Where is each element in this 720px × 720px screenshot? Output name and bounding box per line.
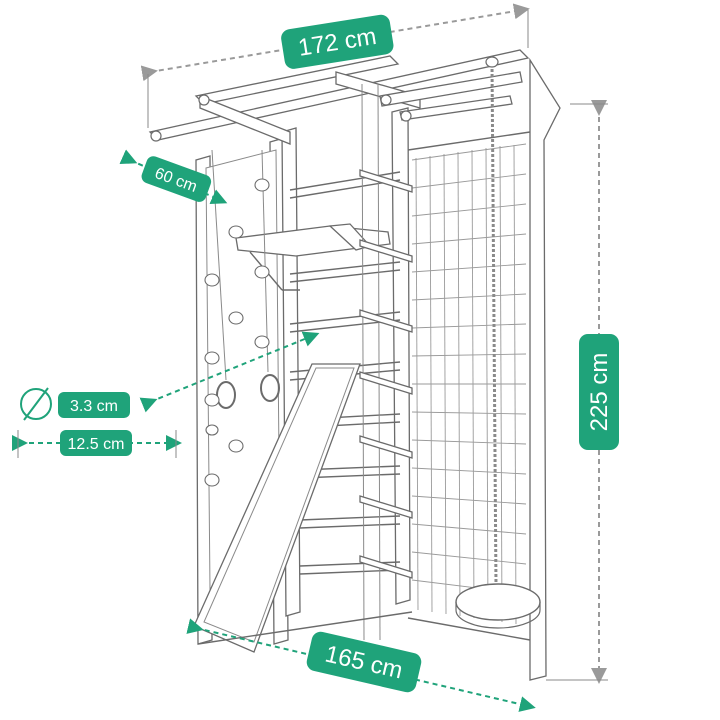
dimension-width-top: 172 cm	[140, 3, 530, 128]
top-beams	[148, 49, 530, 145]
wall-bars-structure	[148, 49, 561, 681]
dimension-height: 225 cm	[546, 100, 619, 684]
climbing-net	[411, 143, 527, 625]
width-bottom-badge	[306, 631, 422, 693]
rung-diameter-badge	[58, 392, 130, 418]
swing-rope	[455, 56, 541, 629]
rung-spacing-badge	[60, 430, 132, 456]
diameter-icon	[20, 387, 52, 421]
width-top-badge	[281, 14, 394, 69]
dimension-rung: 3.3 cm 12.5 cm	[12, 331, 320, 458]
height-label: 225 cm	[586, 353, 613, 432]
swing-disc-seat	[455, 583, 541, 621]
height-badge	[579, 334, 619, 450]
rung-spacing-label: 12.5 cm	[68, 436, 125, 453]
rope-ladder	[359, 83, 413, 641]
depth-badge	[141, 156, 212, 202]
rung-diameter-label: 3.3 cm	[70, 398, 118, 415]
